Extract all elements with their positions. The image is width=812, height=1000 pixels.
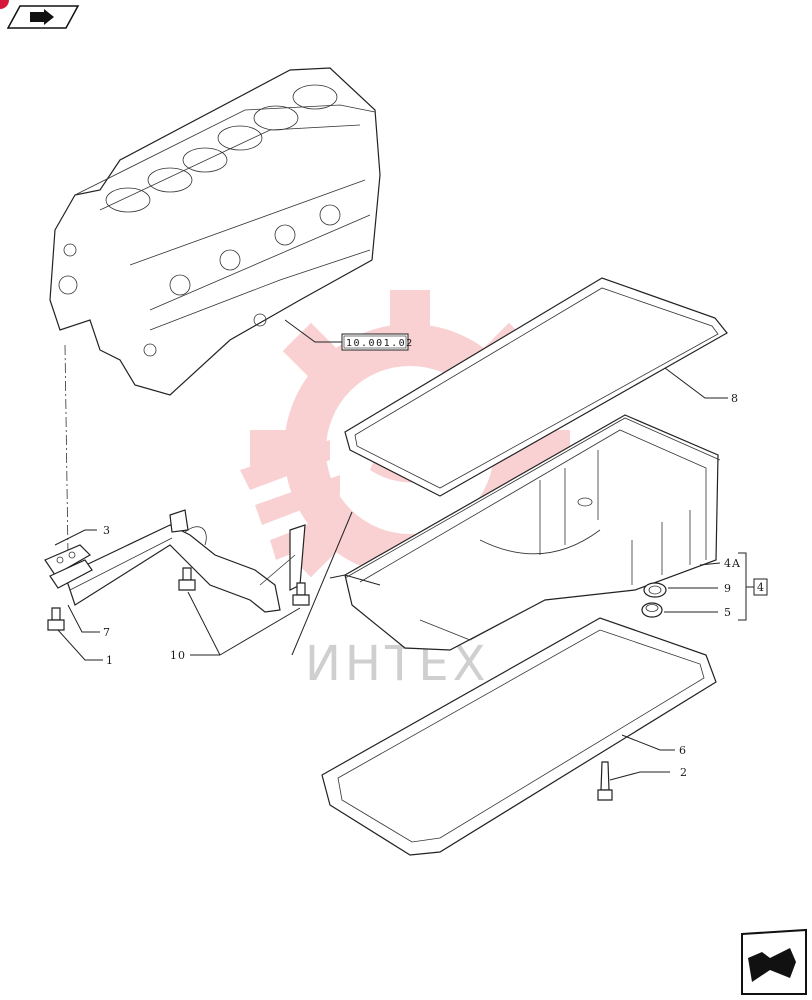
callout-3[interactable]: 3 — [103, 524, 111, 537]
callout-4-box[interactable]: 4 — [753, 578, 768, 596]
pipe-bolt-10b — [292, 582, 310, 606]
callout-5[interactable]: 5 — [724, 606, 732, 619]
callout-9[interactable]: 9 — [724, 582, 732, 595]
next-page-arrow-icon[interactable] — [741, 928, 807, 995]
callout-7[interactable]: 7 — [103, 626, 111, 639]
cylinder-bores — [105, 84, 338, 213]
pipe-bolt-1 — [47, 607, 65, 631]
oil-suction-pipe — [44, 509, 306, 613]
callout-8[interactable]: 8 — [731, 392, 739, 405]
drain-washer — [643, 582, 667, 598]
callout-1[interactable]: 1 — [106, 654, 114, 667]
reference-label[interactable]: 10.001.02 — [346, 338, 414, 349]
reference-box[interactable]: 10.001.02 — [341, 333, 414, 351]
callout-10[interactable]: 10 — [170, 649, 186, 662]
block-bolt-holes — [58, 204, 341, 357]
sump-gasket-lower — [321, 617, 717, 856]
engine-block — [49, 67, 381, 396]
callout-4[interactable]: 4 — [757, 581, 765, 594]
book-arrow-icon[interactable] — [0, 0, 80, 29]
leader-lines — [54, 367, 754, 781]
callout-6[interactable]: 6 — [679, 744, 687, 757]
oil-pan-gasket-upper — [344, 277, 728, 497]
callout-4a[interactable]: 4A — [724, 557, 741, 570]
callout-2[interactable]: 2 — [680, 766, 688, 779]
oil-pan — [344, 414, 721, 651]
pan-bolt — [597, 761, 613, 801]
pipe-bolt-10a — [178, 567, 196, 591]
drain-plug — [641, 602, 663, 618]
